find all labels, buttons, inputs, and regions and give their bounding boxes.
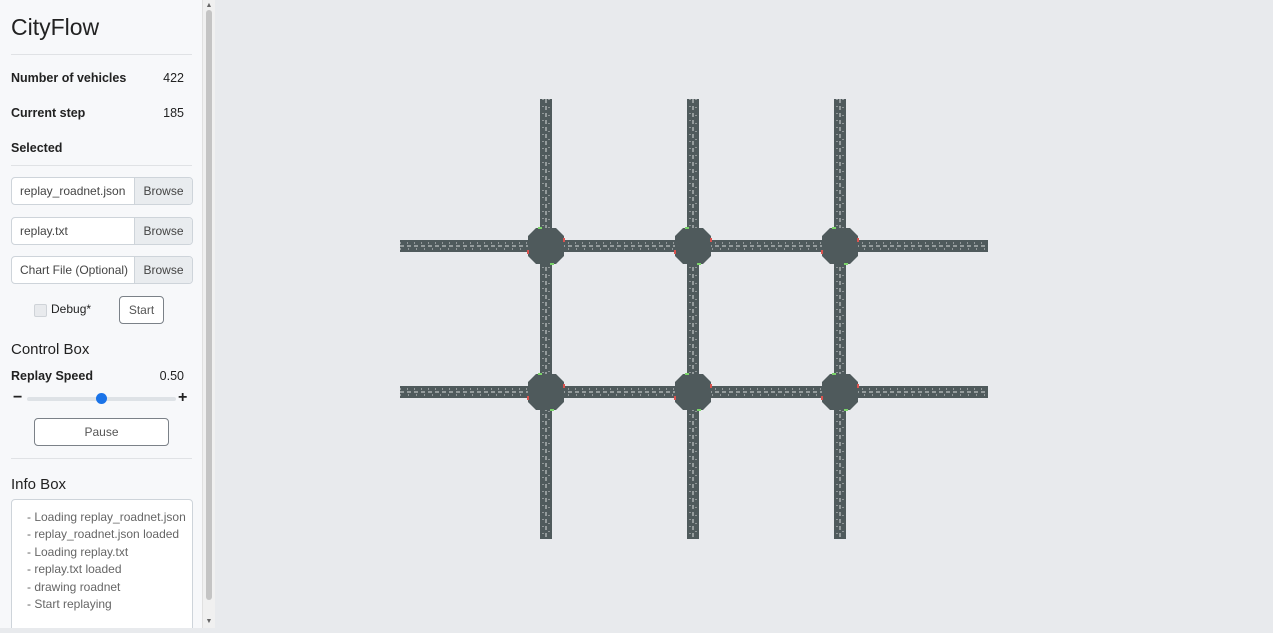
vehicles-label: Number of vehicles [11, 71, 127, 85]
traffic-signal [857, 384, 859, 388]
info-log-line: - Loading replay_roadnet.json [27, 510, 186, 524]
traffic-signal [674, 250, 676, 254]
control-box-title: Control Box [11, 341, 90, 358]
traffic-signal [527, 250, 529, 254]
traffic-signal [821, 250, 823, 254]
traffic-signal [685, 227, 689, 229]
sidebar-scrollbar[interactable]: ▲ ▼ [202, 0, 215, 628]
vehicles-count: 422 [163, 71, 184, 85]
intersection [822, 374, 858, 410]
info-log-line: - drawing roadnet [27, 579, 121, 594]
traffic-signal [710, 238, 712, 242]
intersection [528, 228, 564, 264]
traffic-signal [710, 384, 712, 388]
traffic-signal [538, 227, 542, 229]
info-log: - Loading replay_roadnet.json - replay_ro… [27, 509, 187, 613]
info-log-line: - Loading replay.txt [27, 544, 129, 559]
minus-icon[interactable]: − [13, 389, 23, 406]
divider [11, 54, 192, 55]
pause-button[interactable]: Pause [34, 418, 169, 446]
traffic-signal [697, 263, 701, 265]
roadnet-file-name: replay_roadnet.json [20, 184, 126, 198]
intersection [675, 374, 711, 410]
simulation-canvas[interactable] [215, 0, 1273, 628]
app-title: CityFlow [11, 14, 100, 40]
roadnet-file-input[interactable]: replay_roadnet.json Browse [11, 177, 193, 205]
traffic-signal [563, 238, 565, 242]
scroll-down-icon[interactable]: ▼ [205, 618, 213, 625]
replay-speed-value: 0.50 [159, 369, 184, 383]
intersection [675, 228, 711, 264]
traffic-signal [697, 409, 701, 411]
info-box[interactable]: - Loading replay_roadnet.json - replay_ro… [11, 499, 193, 628]
traffic-signal [538, 373, 542, 375]
traffic-signal [844, 263, 848, 265]
road-network[interactable] [215, 0, 1273, 628]
traffic-signal [550, 263, 554, 265]
scroll-up-icon[interactable]: ▲ [205, 2, 213, 9]
chart-browse-button[interactable]: Browse [134, 257, 192, 283]
current-step-value: 185 [163, 106, 184, 120]
intersection [528, 374, 564, 410]
sidebar: CityFlow Number of vehicles 422 Current … [0, 0, 203, 628]
traffic-signal [674, 396, 676, 400]
traffic-signal [527, 396, 529, 400]
replay-file-name: replay.txt [20, 224, 68, 238]
info-box-title: Info Box [11, 476, 67, 493]
info-log-line: - replay_roadnet.json loaded [27, 527, 180, 542]
replay-file-input[interactable]: replay.txt Browse [11, 217, 193, 245]
traffic-signal [832, 373, 836, 375]
traffic-signal [857, 238, 859, 242]
current-step-label: Current step [11, 106, 86, 120]
debug-label: Debug* [51, 302, 92, 316]
divider [11, 165, 192, 166]
traffic-signal [563, 384, 565, 388]
intersection [822, 228, 858, 264]
chart-file-name: Chart File (Optional) [20, 263, 129, 277]
start-button[interactable]: Start [119, 296, 164, 324]
traffic-signal [832, 227, 836, 229]
traffic-signal [844, 409, 848, 411]
slider-handle[interactable] [96, 393, 107, 404]
info-log-line: - Start replaying [27, 597, 112, 612]
plus-icon[interactable]: + [178, 389, 188, 406]
scrollbar-thumb[interactable] [206, 10, 212, 600]
selected-label: Selected [11, 141, 63, 155]
chart-file-input[interactable]: Chart File (Optional) Browse [11, 256, 193, 284]
debug-checkbox[interactable] [34, 304, 47, 317]
traffic-signal [821, 396, 823, 400]
info-log-line: - replay.txt loaded [27, 562, 122, 577]
divider [11, 458, 192, 459]
roadnet-browse-button[interactable]: Browse [134, 178, 192, 204]
traffic-signal [550, 409, 554, 411]
replay-speed-label: Replay Speed [11, 369, 93, 383]
traffic-signal [685, 373, 689, 375]
replay-browse-button[interactable]: Browse [134, 218, 192, 244]
